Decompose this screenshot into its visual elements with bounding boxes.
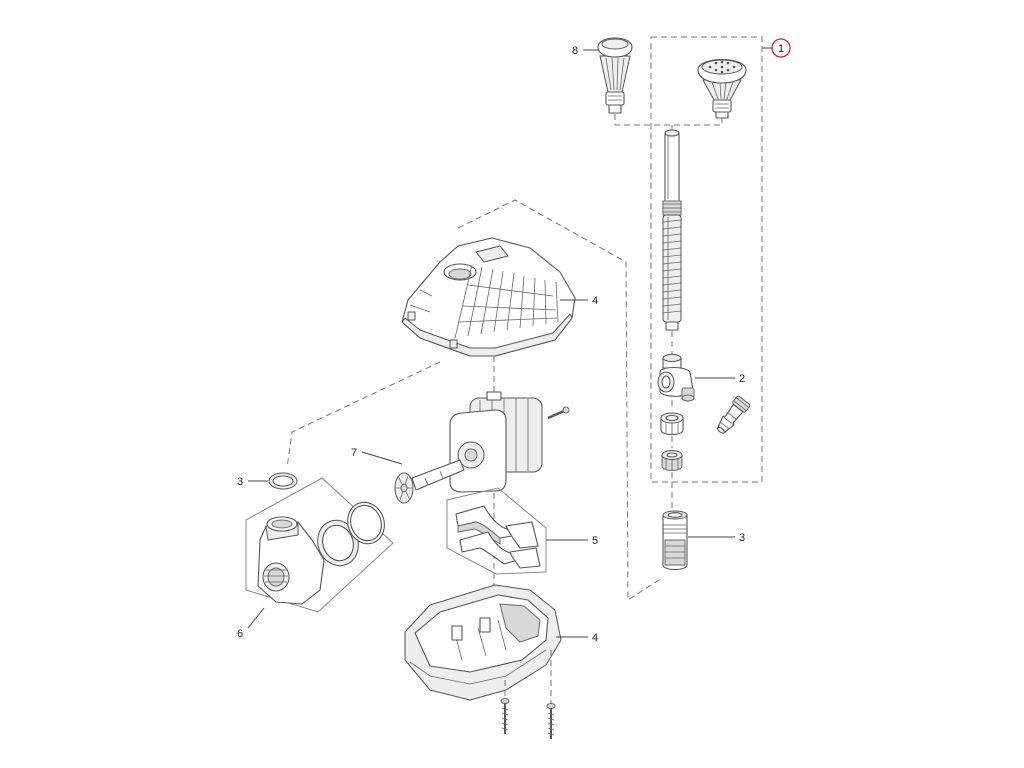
nut-lower [661,436,683,471]
nozzle-connector [614,114,723,126]
nozzle-8 [597,37,633,114]
riser-tube [662,129,682,331]
impeller [394,459,465,504]
motor-screw [547,406,570,420]
callout-4-base: 4 [592,632,598,644]
t-piece [657,331,695,402]
leader-6 [247,607,265,629]
callout-3-adapter: 3 [739,532,745,544]
insert-group-frame [446,487,547,575]
set-frame [650,36,763,483]
pump-housing [257,516,325,605]
callout-4-top: 4 [592,295,598,307]
callout-7: 7 [351,447,357,459]
nozzle-spray [697,59,747,119]
motor [449,391,543,493]
hose-adaptor [717,395,751,434]
insert-pieces [455,505,541,569]
cover-to-adapter-connector [457,199,663,601]
cover-to-oring-connector [286,361,441,469]
housing-seal-ring-2 [347,501,385,545]
callout-3-oring: 3 [237,476,243,488]
set-marker-circle [771,38,791,58]
nut-upper [660,400,684,436]
callout-2: 2 [739,373,745,385]
o-ring [268,472,298,490]
leader-7 [361,451,403,465]
base-housing [404,584,562,701]
top-cover [401,237,576,357]
callout-1: 1 [778,43,784,55]
base-screw-1 [500,698,510,734]
base-screw-2 [546,703,556,739]
housing-group-frame [245,477,394,613]
adapter-3 [662,510,688,571]
callout-6: 6 [237,628,243,640]
callout-8: 8 [572,45,578,57]
callout-5: 5 [592,535,598,547]
